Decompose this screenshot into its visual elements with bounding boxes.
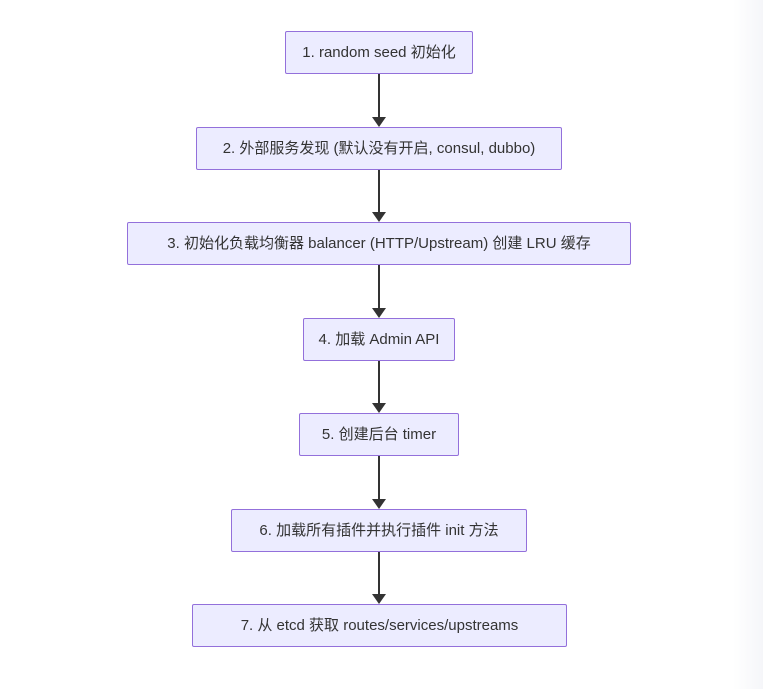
arrow-shaft — [378, 170, 380, 213]
flow-node-5-label: 5. 创建后台 timer — [321, 426, 437, 443]
arrow-shaft — [378, 74, 380, 118]
flow-node-4: 4. 加载 Admin API — [303, 318, 455, 361]
flow-node-7: 7. 从 etcd 获取 routes/services/upstreams — [192, 604, 567, 647]
arrowhead-down-icon — [372, 212, 386, 222]
right-edge-gradient — [733, 0, 763, 689]
flow-node-5: 5. 创建后台 timer — [299, 413, 459, 456]
flow-node-6: 6. 加载所有插件并执行插件 init 方法 — [231, 509, 527, 552]
arrowhead-down-icon — [372, 403, 386, 413]
flow-node-6-label: 6. 加载所有插件并执行插件 init 方法 — [259, 522, 499, 539]
flow-arrow-2-3 — [372, 170, 386, 222]
flow-node-2: 2. 外部服务发现 (默认没有开启, consul, dubbo) — [196, 127, 562, 170]
arrowhead-down-icon — [372, 117, 386, 127]
arrowhead-down-icon — [372, 499, 386, 509]
flow-arrow-5-6 — [372, 456, 386, 509]
flow-node-1: 1. random seed 初始化 — [285, 31, 473, 74]
flow-node-7-label: 7. 从 etcd 获取 routes/services/upstreams — [240, 617, 519, 634]
arrow-shaft — [378, 265, 380, 309]
arrow-shaft — [378, 456, 380, 500]
arrowhead-down-icon — [372, 594, 386, 604]
flow-node-3-label: 3. 初始化负载均衡器 balancer (HTTP/Upstream) 创建 … — [167, 235, 591, 252]
flow-node-1-label: 1. random seed 初始化 — [302, 44, 456, 61]
flow-node-3: 3. 初始化负载均衡器 balancer (HTTP/Upstream) 创建 … — [127, 222, 631, 265]
arrow-shaft — [378, 361, 380, 404]
arrowhead-down-icon — [372, 308, 386, 318]
flow-arrow-6-7 — [372, 552, 386, 604]
flow-node-2-label: 2. 外部服务发现 (默认没有开启, consul, dubbo) — [222, 140, 536, 157]
flow-arrow-1-2 — [372, 74, 386, 127]
flow-arrow-3-4 — [372, 265, 386, 318]
flow-node-4-label: 4. 加载 Admin API — [318, 331, 440, 348]
flow-arrow-4-5 — [372, 361, 386, 413]
arrow-shaft — [378, 552, 380, 595]
